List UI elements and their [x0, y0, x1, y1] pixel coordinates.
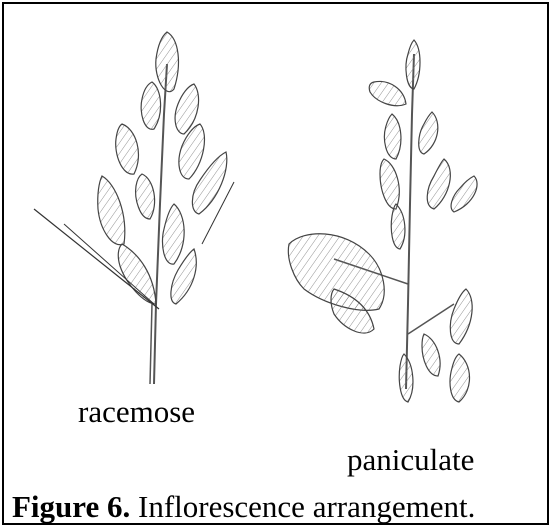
paniculate-sketch — [288, 40, 477, 402]
figure-number: Figure 6. — [12, 489, 130, 524]
racemose-label: racemose — [78, 396, 195, 427]
figure-caption-text: Inflorescence arrangement. — [130, 489, 475, 524]
racemose-sketch — [34, 32, 234, 384]
figure-frame: racemose paniculate Figure 6. Infloresce… — [2, 2, 549, 525]
figure-caption: Figure 6. Inflorescence arrangement. — [12, 491, 475, 522]
paniculate-label: paniculate — [347, 444, 474, 475]
